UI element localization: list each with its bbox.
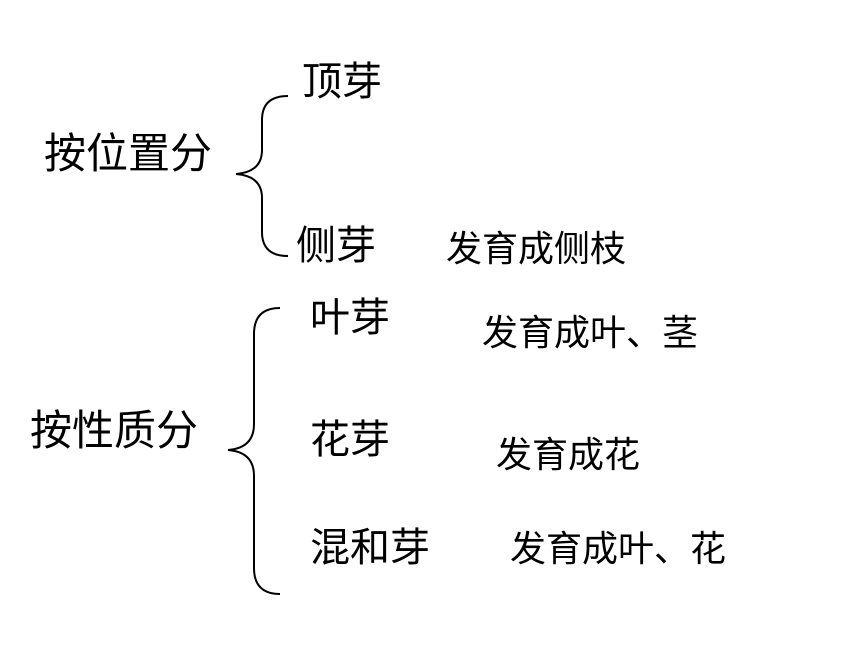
item-terminal-bud: 顶芽 (302, 59, 382, 105)
item-mixed-bud: 混和芽 (310, 525, 430, 571)
item-leaf-bud: 叶芽 (310, 295, 390, 341)
group-label-nature: 按性质分 (30, 406, 199, 455)
item-lateral-bud: 侧芽 (296, 223, 376, 269)
group-label-position: 按位置分 (44, 129, 213, 178)
desc-leaf-bud: 发育成叶、茎 (482, 313, 699, 354)
desc-flower-bud: 发育成花 (496, 435, 641, 476)
desc-mixed-bud: 发育成叶、花 (510, 529, 727, 570)
item-flower-bud: 花芽 (310, 417, 390, 463)
desc-lateral-bud: 发育成侧枝 (446, 229, 627, 270)
